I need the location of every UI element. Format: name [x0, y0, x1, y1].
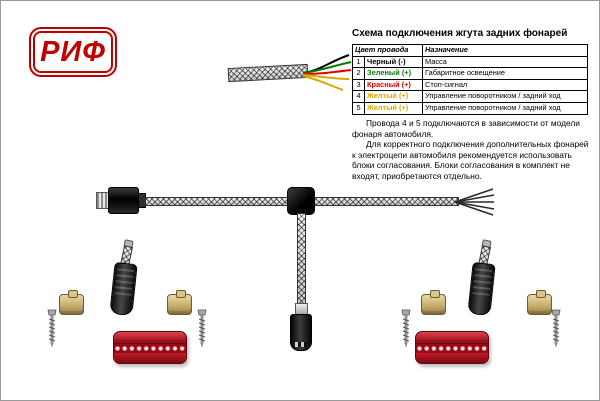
lamp-lens-bottom — [416, 353, 488, 363]
screw — [551, 309, 561, 348]
wire-color-name: Зеленый (+) — [364, 67, 423, 80]
wire-purpose: Масса — [422, 55, 588, 69]
screw — [401, 309, 411, 348]
wire-number: 5 — [352, 101, 365, 115]
wire-color-name: Красный (+) — [364, 78, 423, 92]
mounting-clip — [59, 290, 84, 315]
page-title: Схема подключения жгута задних фонарей — [352, 28, 568, 39]
wire-number: 1 — [352, 55, 365, 69]
wire-color-name: Черный (-) — [364, 55, 423, 69]
screw — [197, 309, 207, 348]
stripped-wire-ends — [454, 188, 495, 216]
mounting-clip — [527, 290, 552, 315]
wire-row: 2 Зеленый (+) Габаритное освещение — [352, 67, 588, 80]
wire-row: 3 Красный (+) Стоп-сигнал — [352, 78, 588, 92]
lamp-led-row — [114, 344, 186, 353]
wire-purpose: Стоп-сигнал — [422, 78, 588, 92]
mounting-clip — [167, 290, 192, 315]
wire-number: 3 — [352, 78, 365, 92]
table-header-row: Цвет провода Назначение — [352, 44, 588, 57]
braided-sleeve — [227, 63, 309, 83]
lamp-connector-right — [463, 239, 505, 319]
rif-logo: РИФ — [29, 27, 117, 77]
lamp-lens-top — [416, 332, 488, 344]
wire-color-table: Цвет провода Назначение 1 Черный (-) Мас… — [352, 44, 588, 115]
wire-number: 4 — [352, 90, 365, 103]
wire-purpose: Габаритное освещение — [422, 67, 588, 80]
colored-wires — [302, 54, 352, 91]
screw — [47, 309, 57, 348]
note-paragraph: Провода 4 и 5 подключаются в зависимости… — [352, 118, 580, 139]
lamp-led-row — [416, 344, 488, 353]
connector-body — [109, 261, 138, 317]
wire-color-header: Цвет провода — [352, 44, 423, 57]
purpose-header: Назначение — [422, 44, 588, 57]
wire-row: 5 Желтый (+) Управление поворотником / з… — [352, 101, 588, 115]
led-lamp-left — [113, 331, 187, 364]
led-lamp-right — [415, 331, 489, 364]
t-junction — [287, 187, 315, 215]
branch-cable — [297, 213, 306, 305]
lamp-connector-left — [105, 239, 147, 319]
wire-purpose: Управление поворотником / задний ход — [422, 90, 588, 103]
note-paragraph: Для корректного подключения дополнительн… — [352, 139, 589, 181]
lamp-lens-bottom — [114, 353, 186, 363]
rif-logo-text: РИФ — [40, 35, 106, 68]
wire-purpose: Управление поворотником / задний ход — [422, 101, 588, 115]
mounting-clip — [421, 290, 446, 315]
wire-row: 4 Желтый (+) Управление поворотником / з… — [352, 90, 588, 103]
connector-body — [467, 261, 496, 317]
left-connector-body — [108, 187, 139, 214]
notes: Провода 4 и 5 подключаются в зависимости… — [352, 118, 594, 182]
lamp-lens-top — [114, 332, 186, 344]
wire-row: 1 Черный (-) Масса — [352, 55, 588, 69]
wire-color-name: Желтый (+) — [364, 90, 423, 103]
wire-number: 2 — [352, 67, 365, 80]
branch-connector — [290, 314, 312, 351]
wire-color-name: Желтый (+) — [364, 101, 423, 115]
